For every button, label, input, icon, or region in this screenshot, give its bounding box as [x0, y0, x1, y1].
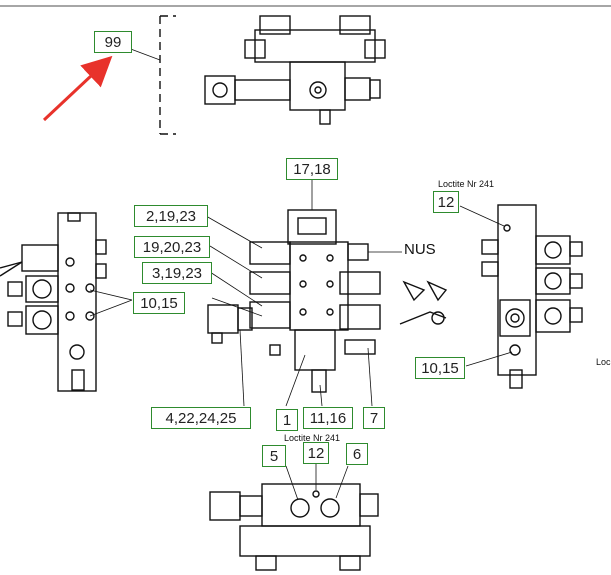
left-side-view: [0, 212, 107, 392]
callout-12-right: 12: [433, 191, 459, 213]
loctite-note-right: Loctite Nr 241: [438, 179, 495, 189]
callout-10-15-left: 10,15: [133, 292, 185, 314]
callout-4-22-24-25: 4,22,24,25: [151, 407, 251, 429]
callout-19-20-23: 19,20,23: [134, 236, 210, 258]
nus-label: NUS: [404, 241, 436, 258]
callout-3-19-23: 3,19,23: [142, 262, 212, 284]
callout-2-19-23: 2,19,23: [134, 205, 208, 227]
callout-12-bottom: 12: [303, 442, 329, 464]
callout-1: 1: [276, 409, 298, 431]
callout-7: 7: [363, 407, 385, 429]
center-valve-block: [207, 180, 448, 393]
cut-off-text: Loc: [596, 357, 611, 367]
callout-17-18: 17,18: [286, 158, 338, 180]
callout-5: 5: [262, 445, 286, 467]
callout-11-16: 11,16: [303, 407, 353, 429]
callout-99: 99: [94, 31, 132, 53]
loctite-note-bottom: Loctite Nr 241: [284, 433, 341, 443]
red-arrow-icon: [42, 55, 113, 122]
callout-6: 6: [346, 443, 368, 465]
right-side-view: [481, 204, 583, 389]
bottom-view: [209, 483, 379, 571]
top-detail-valve: [204, 15, 386, 125]
callout-10-15-right: 10,15: [415, 357, 465, 379]
